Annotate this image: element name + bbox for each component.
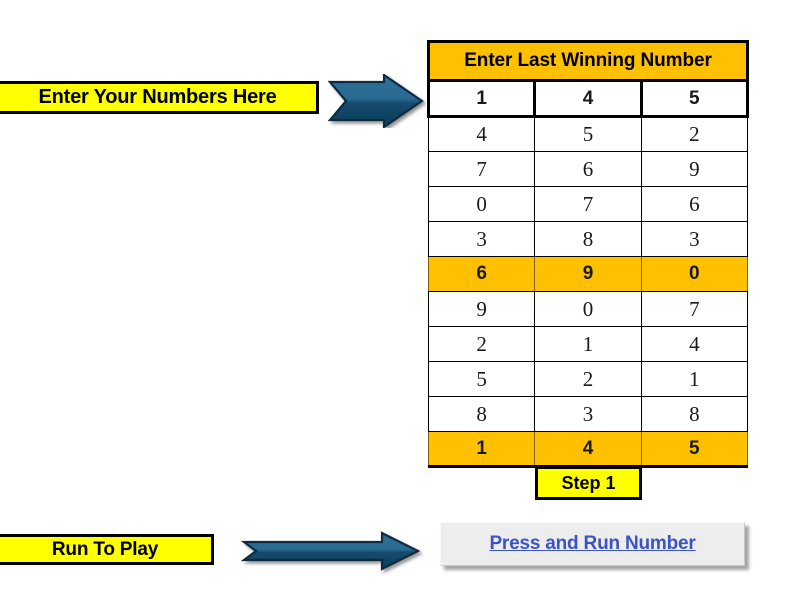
table-header-row: Enter Last Winning Number [427,40,749,82]
number-cell[interactable]: 0 [534,291,642,327]
number-cell[interactable]: 9 [534,256,642,292]
number-cell[interactable]: 8 [640,396,749,432]
arrow-right-icon-bottom [240,526,426,576]
callout-enter-your-numbers: Enter Your Numbers Here [0,81,319,114]
callout-enter-your-numbers-text: Enter Your Numbers Here [38,86,277,108]
number-cell[interactable]: 4 [640,326,749,362]
number-cell[interactable]: 4 [427,116,536,152]
number-cell[interactable]: 5 [427,361,536,397]
table-header-cell: Enter Last Winning Number [427,40,749,82]
number-cell[interactable]: 5 [640,431,749,468]
number-cell[interactable]: 7 [534,186,642,222]
arrow-right-icon-top [326,74,426,128]
number-cell[interactable]: 8 [427,396,536,432]
press-and-run-number-label: Press and Run Number [489,533,696,554]
number-cell[interactable]: 1 [427,431,536,468]
number-cell[interactable]: 7 [427,151,536,187]
number-cell[interactable]: 1 [640,361,749,397]
number-cell[interactable]: 3 [427,221,536,257]
number-cell[interactable]: 6 [427,256,536,292]
callout-run-to-play: Run To Play [0,534,214,565]
step-1-label: Step 1 [561,472,616,493]
number-cell[interactable]: 1 [534,326,642,362]
number-cell[interactable]: 6 [534,151,642,187]
number-cell[interactable]: 9 [640,151,749,187]
number-cell[interactable]: 2 [640,116,749,152]
number-cell[interactable]: 0 [427,186,536,222]
number-cell[interactable]: 0 [640,256,749,292]
press-and-run-number-button[interactable]: Press and Run Number [440,522,745,566]
number-cell[interactable]: 6 [640,186,749,222]
number-cell[interactable]: 8 [534,221,642,257]
step-1-badge: Step 1 [535,466,642,500]
number-cell[interactable]: 9 [427,291,536,327]
table-head: Enter Last Winning Number [427,40,749,82]
number-cell[interactable]: 5 [534,116,642,152]
number-cell[interactable]: 5 [639,79,750,118]
number-cell[interactable]: 4 [534,431,642,468]
number-cell[interactable]: 2 [534,361,642,397]
number-cell[interactable]: 2 [427,326,536,362]
number-cell[interactable]: 4 [533,79,643,118]
number-cell[interactable]: 1 [426,79,537,118]
number-cell[interactable]: 3 [534,396,642,432]
callout-run-to-play-text: Run To Play [51,538,159,560]
number-cell[interactable]: 3 [640,221,749,257]
number-cell[interactable]: 7 [640,291,749,327]
